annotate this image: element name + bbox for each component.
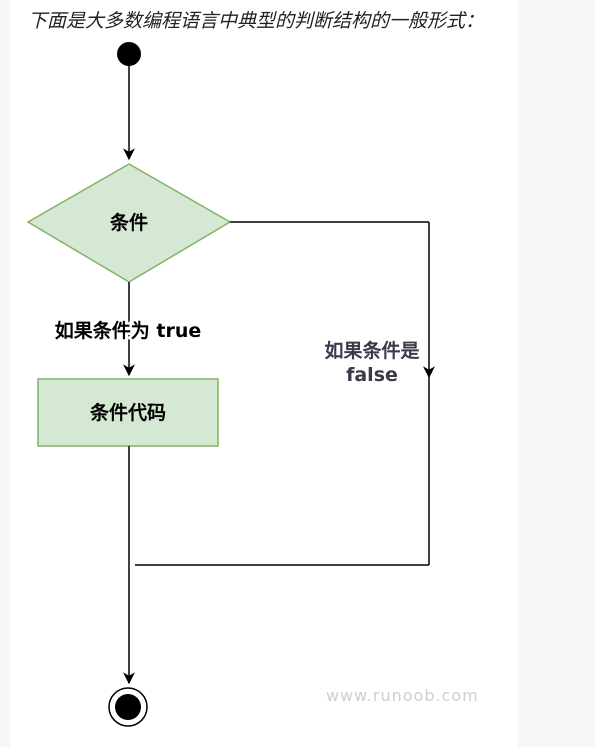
condition-label: 条件 xyxy=(110,211,148,234)
true-branch-label: 如果条件为 true xyxy=(55,319,201,342)
code-node xyxy=(37,378,219,447)
code-label: 条件代码 xyxy=(90,401,166,424)
false-branch-label-line1: 如果条件是 xyxy=(324,339,419,362)
start-node xyxy=(117,42,141,66)
end-node-dot xyxy=(115,694,141,720)
intro-text: 下面是大多数编程语言中典型的判断结构的一般形式： xyxy=(28,10,485,32)
false-branch-label-line2: false xyxy=(346,364,398,386)
watermark: www.runoob.com xyxy=(326,686,479,705)
